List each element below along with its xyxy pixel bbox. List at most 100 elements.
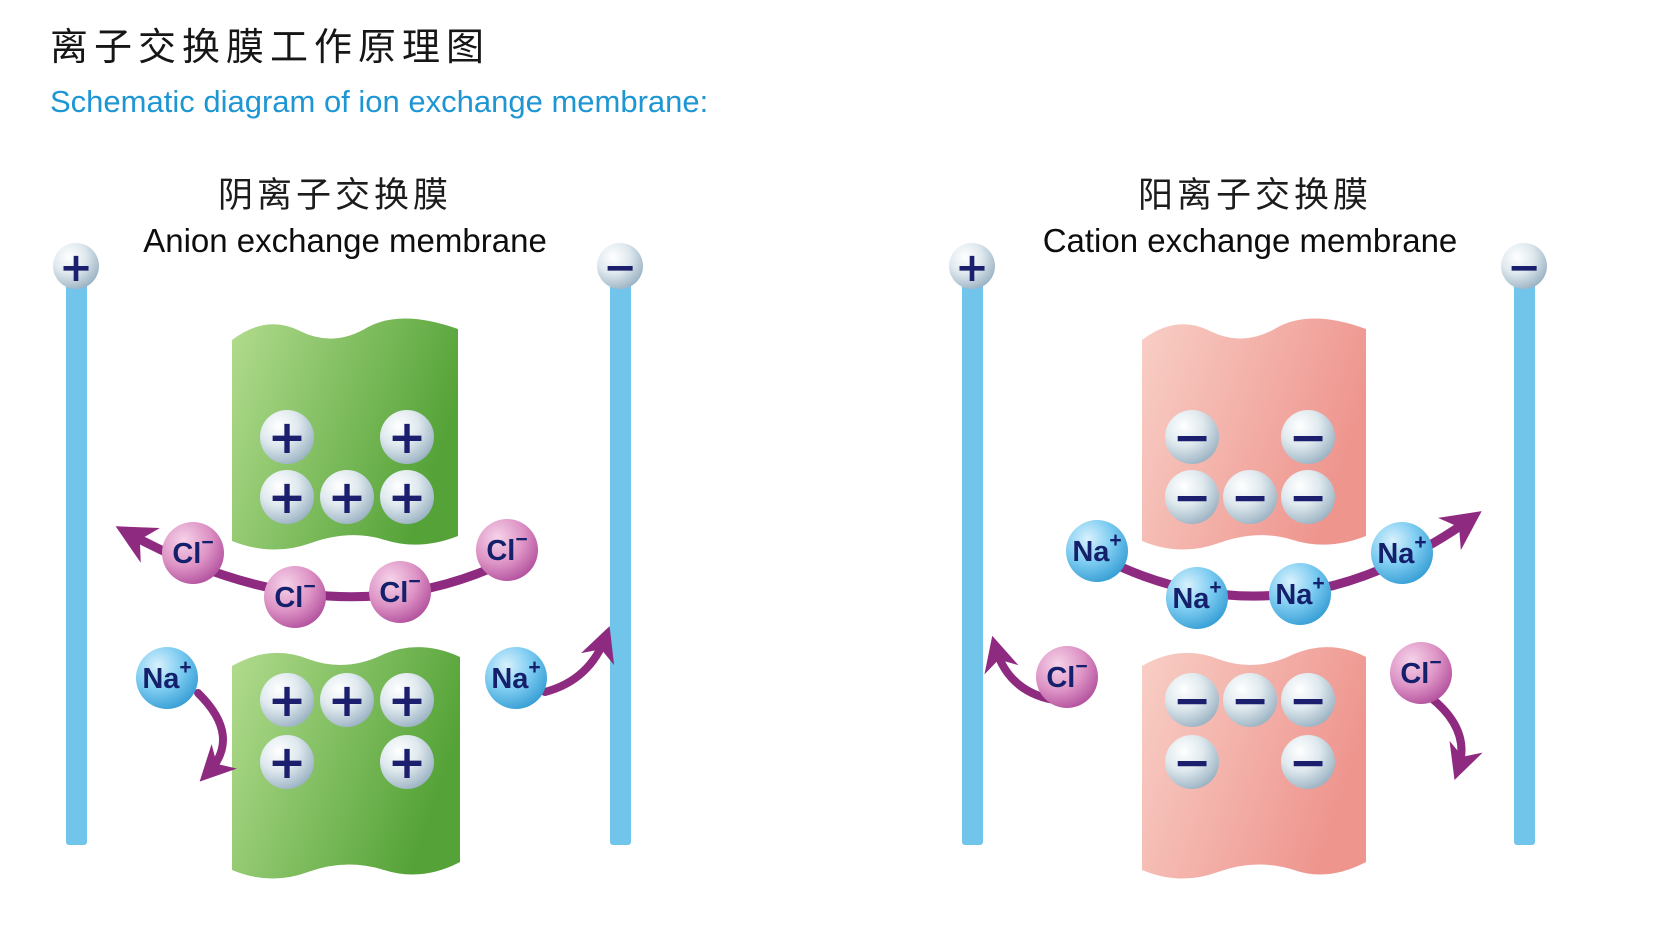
chloride-ion	[369, 561, 431, 623]
ion-base: Cl	[486, 535, 515, 567]
sodium-ion	[1269, 563, 1331, 625]
fixed-charge-sign: −	[1231, 673, 1270, 727]
sodium-ion-label: Na+	[142, 656, 191, 695]
cation-left-electrode-bar	[962, 280, 983, 845]
fixed-charge-sign: +	[328, 470, 367, 524]
sodium-ion-label: Na+	[1377, 531, 1426, 570]
ion-base: Cl	[1046, 662, 1075, 694]
fixed-charge-sign: +	[388, 735, 427, 789]
ion-base: Na	[1072, 536, 1110, 568]
sodium-ion	[1371, 522, 1433, 584]
ion-charge: +	[1312, 572, 1324, 595]
fixed-charge-sign: +	[388, 410, 427, 464]
anion-left-electrode-sign: +	[59, 245, 93, 291]
cation-heading-en: Cation exchange membrane	[1043, 222, 1458, 259]
ion-base: Na	[1275, 579, 1313, 611]
fixed-charge-sphere	[260, 735, 314, 789]
cation-fixed-charges-bottom: − − − − −	[1165, 673, 1335, 789]
fixed-charge-sphere	[1281, 410, 1335, 464]
fixed-charge-sign: +	[388, 470, 427, 524]
chloride-ion-label: Cl−	[172, 531, 213, 570]
cation-right-electrode-terminal	[1501, 243, 1547, 289]
ion-base: Na	[142, 663, 180, 695]
fixed-charge-sphere	[1281, 735, 1335, 789]
chloride-ion	[1390, 642, 1452, 704]
ion-charge: +	[179, 656, 191, 679]
fixed-charge-sign: −	[1289, 410, 1328, 464]
ion-base: Cl	[379, 577, 408, 609]
fixed-charge-sign: −	[1173, 673, 1212, 727]
fixed-charge-sphere	[1281, 673, 1335, 727]
fixed-charge-sign: +	[268, 410, 307, 464]
chloride-ion-label: Cl−	[274, 575, 315, 614]
ion-base: Cl	[1400, 658, 1429, 690]
fixed-charge-sign: +	[388, 673, 427, 727]
ion-base: Cl	[274, 582, 303, 614]
sodium-ion-label: Na+	[1172, 576, 1221, 615]
sodium-ion-label: Na+	[491, 656, 540, 695]
ion-base: Na	[491, 663, 529, 695]
sodium-ion	[1166, 567, 1228, 629]
chloride-rejected-arrow-right	[1426, 693, 1483, 780]
fixed-charge-sphere	[1165, 410, 1219, 464]
fixed-charge-sphere	[1165, 470, 1219, 524]
cation-chloride-ions: Cl− Cl−	[1036, 642, 1452, 708]
sodium-rejected-arrow-left	[194, 689, 237, 782]
sodium-ion	[485, 647, 547, 709]
fixed-charge-sphere	[380, 673, 434, 727]
ion-charge: −	[1075, 655, 1087, 678]
ion-charge: −	[201, 531, 213, 554]
anion-heading-zh: 阴离子交换膜	[218, 176, 452, 215]
ion-charge: +	[1414, 531, 1426, 554]
chloride-ion-label: Cl−	[379, 570, 420, 609]
fixed-charge-sphere	[1165, 735, 1219, 789]
fixed-charge-sign: −	[1173, 470, 1212, 524]
anion-chloride-ions: Cl− Cl− Cl− Cl−	[162, 519, 538, 628]
ion-charge: −	[303, 575, 315, 598]
anion-right-electrode-bar	[610, 280, 631, 845]
fixed-charge-sphere	[380, 470, 434, 524]
page-subtitle-english: Schematic diagram of ion exchange membra…	[50, 84, 708, 119]
fixed-charge-sphere	[1165, 673, 1219, 727]
fixed-charge-sphere	[260, 410, 314, 464]
fixed-charge-sphere	[380, 410, 434, 464]
fixed-charge-sphere	[320, 673, 374, 727]
fixed-charge-sphere	[320, 470, 374, 524]
anion-right-electrode-terminal	[597, 243, 643, 289]
cation-left-electrode-terminal	[949, 243, 995, 289]
anion-panel: 阴离子交换膜 Anion exchange membrane + − + + +…	[53, 176, 643, 879]
chloride-ion-label: Cl−	[1400, 651, 1441, 690]
sodium-rejected-arrow-right	[541, 626, 615, 696]
chloride-ion	[476, 519, 538, 581]
sodium-ion	[136, 647, 198, 709]
sodium-ion-label: Na+	[1275, 572, 1324, 611]
cation-right-electrode-sign: −	[1507, 245, 1541, 291]
fixed-charge-sign: −	[1231, 470, 1270, 524]
page-title-chinese: 离子交换膜工作原理图	[50, 27, 490, 69]
cation-right-electrode-bar	[1514, 280, 1535, 845]
anion-left-electrode-bar	[66, 280, 87, 845]
fixed-charge-sign: +	[268, 470, 307, 524]
anion-right-electrode-sign: −	[603, 245, 637, 291]
sodium-ion	[1066, 520, 1128, 582]
sodium-ion-label: Na+	[1072, 529, 1121, 568]
chloride-ion	[162, 522, 224, 584]
chloride-ion-label: Cl−	[1046, 655, 1087, 694]
chloride-ion	[1036, 646, 1098, 708]
anion-sodium-ions: Na+ Na+	[136, 647, 547, 709]
cation-left-electrode-sign: +	[955, 245, 989, 291]
anion-left-electrode-terminal	[53, 243, 99, 289]
ion-charge: −	[515, 528, 527, 551]
fixed-charge-sign: +	[268, 735, 307, 789]
chloride-ion-label: Cl−	[486, 528, 527, 567]
fixed-charge-sign: −	[1173, 735, 1212, 789]
chloride-ion	[264, 566, 326, 628]
cation-fixed-charges-top: − − − − −	[1165, 410, 1335, 524]
cation-panel: 阳离子交换膜 Cation exchange membrane + − − − …	[949, 176, 1547, 879]
fixed-charge-sign: −	[1289, 735, 1328, 789]
fixed-charge-sphere	[1223, 673, 1277, 727]
anion-heading-en: Anion exchange membrane	[143, 222, 547, 259]
anion-fixed-charges-top: + + + + +	[260, 410, 434, 524]
